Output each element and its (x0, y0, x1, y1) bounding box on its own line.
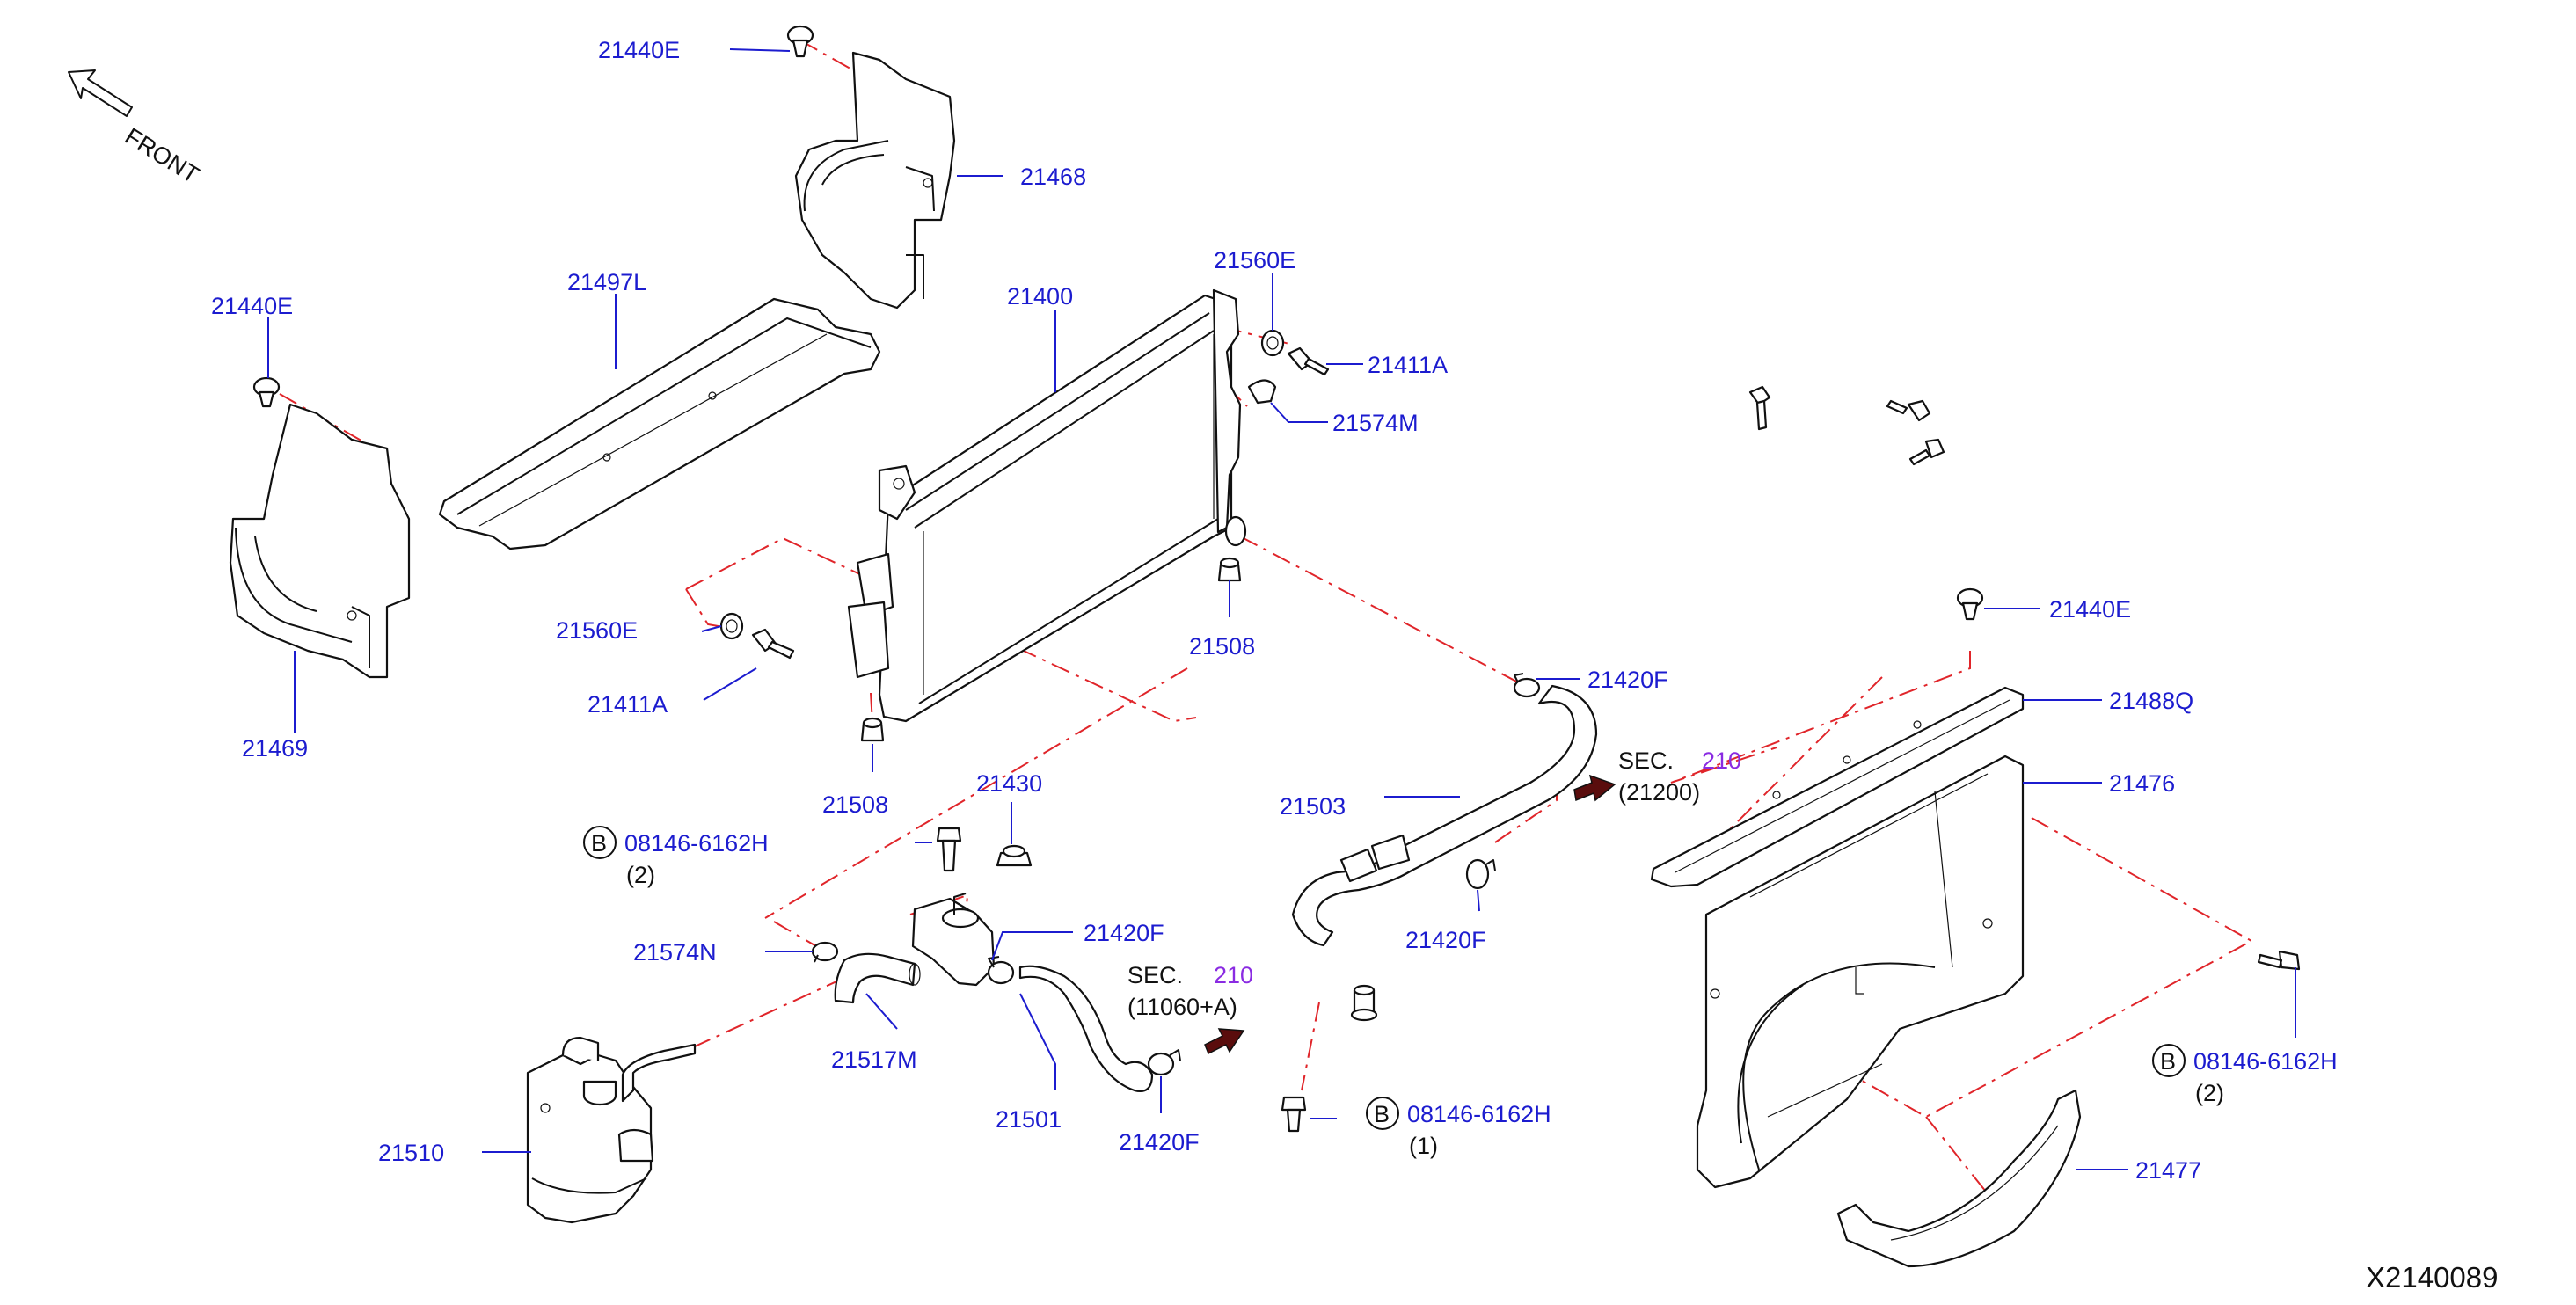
label-21560e-left: 21560E (556, 617, 638, 644)
label-21503: 21503 (1280, 793, 1346, 820)
label-21574m: 21574M (1332, 410, 1419, 436)
clamp-21420f-low (1147, 1049, 1181, 1076)
grommet-21560e-right (1260, 329, 1285, 357)
section-ref-21200: SEC. 210 (21200) (1618, 747, 1741, 806)
clamp-21574n (811, 941, 839, 963)
label-21420f-low: 21420F (1119, 1129, 1200, 1156)
label-21497l: 21497L (567, 269, 646, 295)
label-21477: 21477 (2135, 1157, 2201, 1184)
sec-num-2: 210 (1214, 962, 1253, 988)
label-21510: 21510 (378, 1140, 444, 1166)
clip-21440e-left (252, 376, 281, 408)
drain-plug (1350, 984, 1378, 1022)
bolt-callout-1: B 08146-6162H (2) (583, 826, 769, 888)
section-ref-11060: SEC. 210 (11060+A) (1127, 962, 1253, 1020)
label-21476: 21476 (2109, 770, 2175, 797)
label-21411a-top: 21411A (1368, 352, 1448, 378)
leader-lines (267, 48, 2296, 1170)
hose-21501 (1018, 965, 1154, 1092)
upper-shroud-21488q (1650, 686, 2025, 888)
reservoir-tank-21510 (526, 1036, 697, 1224)
label-21420f-top: 21420F (1587, 667, 1668, 693)
sec-prefix-2: SEC. (1127, 962, 1183, 988)
badge-b2: B (1374, 1101, 1390, 1127)
loose-bolts (1748, 385, 1945, 466)
label-21411a-left: 21411A (587, 691, 668, 718)
clip-21440e-top (786, 25, 814, 58)
sec-arrow-11060 (1204, 1028, 1245, 1055)
bolt-part-b1: 08146-6162H (624, 830, 769, 857)
fan-shroud-21476 (1696, 755, 2025, 1189)
label-21468: 21468 (1020, 164, 1086, 190)
label-21560e-top: 21560E (1214, 247, 1295, 273)
mount-21508-mid (1217, 557, 1242, 582)
sec-prefix-1: SEC. (1618, 747, 1674, 774)
label-21508-low: 21508 (822, 791, 888, 818)
outlet-assembly-21430 (911, 893, 996, 987)
bolt-08146-b2 (1281, 1096, 1307, 1133)
bolt-qty-b2: (1) (1409, 1133, 1438, 1159)
sec-code-2: (11060+A) (1127, 994, 1237, 1020)
label-21440e-right: 21440E (2049, 596, 2131, 623)
lower-shroud-21477 (1836, 1089, 2082, 1268)
label-21430: 21430 (976, 770, 1042, 797)
sec-code-1: (21200) (1618, 779, 1700, 806)
badge-b3: B (2160, 1048, 2176, 1075)
radiator-21400 (847, 288, 1247, 723)
grommet-21560e-left (719, 612, 744, 640)
diagram-id: X2140089 (2366, 1261, 2498, 1294)
label-21488q: 21488Q (2109, 688, 2193, 714)
label-21440e-left: 21440E (211, 293, 293, 319)
clamp-21420f-mid (1465, 858, 1496, 890)
grommet-21430 (996, 844, 1033, 867)
front-arrow-icon (68, 69, 133, 117)
bolt-08146-b3 (2257, 950, 2301, 971)
side-seal-21469 (229, 403, 411, 679)
bolt-qty-b1: (2) (626, 862, 655, 888)
hose-21503 (1291, 684, 1598, 947)
label-21420f-left: 21420F (1084, 920, 1164, 946)
sec-num-1: 210 (1702, 747, 1741, 774)
clip-21440e-right (1956, 587, 1984, 621)
front-label: FRONT (120, 123, 204, 189)
label-21440e-top: 21440E (598, 37, 680, 63)
bolt-part-b2: 08146-6162H (1407, 1101, 1551, 1127)
label-21508-mid: 21508 (1189, 633, 1255, 660)
label-21469: 21469 (242, 735, 308, 762)
label-21501: 21501 (996, 1106, 1062, 1133)
clamp-21420f-left (987, 956, 1015, 985)
label-21420f-mid: 21420F (1405, 927, 1486, 953)
bolt-21411a-left (751, 628, 795, 660)
mount-21508-low (860, 717, 885, 742)
bolt-08146-b1 (936, 827, 962, 872)
upper-seal-21497l (438, 297, 881, 550)
label-21517m: 21517M (831, 1046, 917, 1073)
bolt-callout-3: B 08146-6162H (2) (2152, 1044, 2338, 1106)
bolt-part-b3: 08146-6162H (2193, 1048, 2338, 1075)
hose-21517m (834, 952, 921, 1004)
badge-b1: B (591, 830, 607, 857)
label-21400: 21400 (1007, 283, 1073, 310)
bracket-21574m (1247, 379, 1277, 405)
sec-arrow-21200 (1573, 774, 1616, 802)
bolt-callout-2: B 08146-6162H (1) (1366, 1097, 1551, 1159)
bolt-21411a-right (1287, 346, 1330, 376)
bolt-qty-b3: (2) (2195, 1080, 2224, 1106)
label-21574n: 21574N (633, 939, 717, 966)
side-seal-21468 (794, 51, 956, 310)
clamp-21420f-upper (1513, 673, 1541, 698)
